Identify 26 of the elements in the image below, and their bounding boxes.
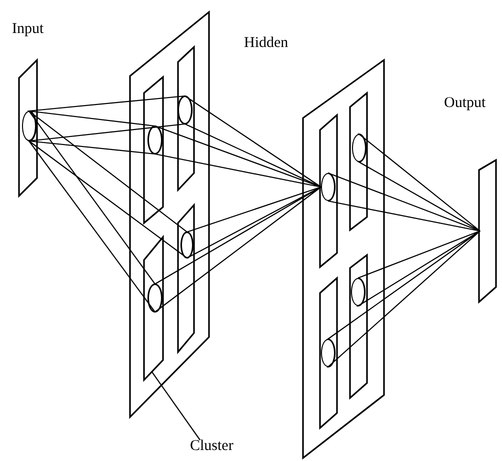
leader-line (152, 372, 200, 440)
neuron-cylinder (22, 111, 36, 141)
neuron-cylinder (178, 96, 192, 124)
connection-line (28, 95, 186, 142)
neuron-cylinder (321, 339, 335, 367)
neuron-cylinder (148, 284, 162, 312)
connection-line (154, 186, 322, 313)
connection-line (358, 133, 481, 232)
neuron-cylinder (351, 278, 365, 306)
neuron-cylinder (181, 232, 193, 258)
neuron-cylinder (352, 134, 366, 162)
layer-label: Hidden (244, 34, 288, 52)
layer-label: Cluster (190, 437, 234, 455)
connection-line (186, 186, 322, 259)
connection-line (327, 172, 481, 232)
layer-label: Input (12, 20, 44, 38)
connection-line (184, 95, 322, 188)
neuron-cylinder (148, 126, 162, 154)
connection-line (28, 110, 188, 259)
layer-label: Output (444, 94, 486, 112)
neuron-cylinder (321, 173, 335, 201)
connection-line (28, 110, 156, 313)
connection-line (154, 125, 322, 188)
connection-line (28, 110, 156, 155)
connection-line (357, 230, 481, 307)
connection-line (327, 230, 481, 368)
